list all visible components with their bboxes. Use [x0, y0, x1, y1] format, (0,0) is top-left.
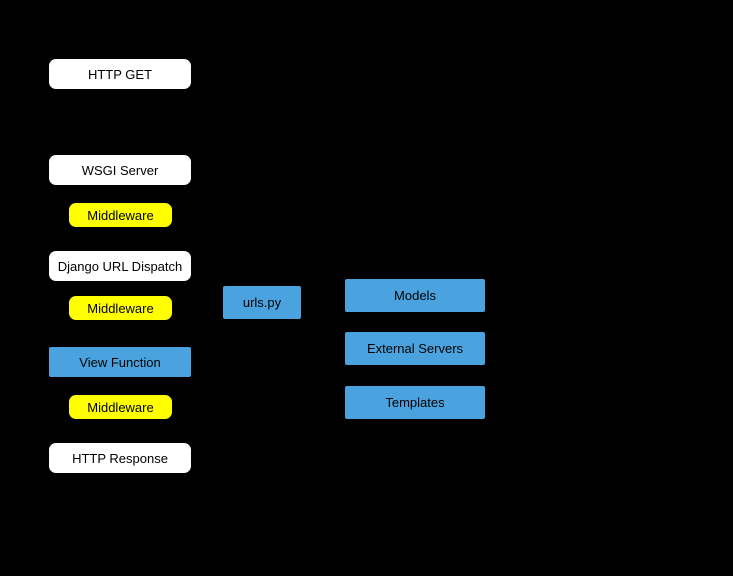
node-external-servers: External Servers: [344, 331, 486, 366]
node-view-function: View Function: [48, 346, 192, 378]
node-middleware-response: Middleware: [68, 394, 173, 420]
node-http-response: HTTP Response: [48, 442, 192, 474]
node-wsgi-server: WSGI Server: [48, 154, 192, 186]
node-middleware-view: Middleware: [68, 295, 173, 321]
node-templates: Templates: [344, 385, 486, 420]
node-models: Models: [344, 278, 486, 313]
node-middleware-request: Middleware: [68, 202, 173, 228]
node-http-get: HTTP GET: [48, 58, 192, 90]
node-urls-py: urls.py: [222, 285, 302, 320]
node-django-url-dispatch: Django URL Dispatch: [48, 250, 192, 282]
